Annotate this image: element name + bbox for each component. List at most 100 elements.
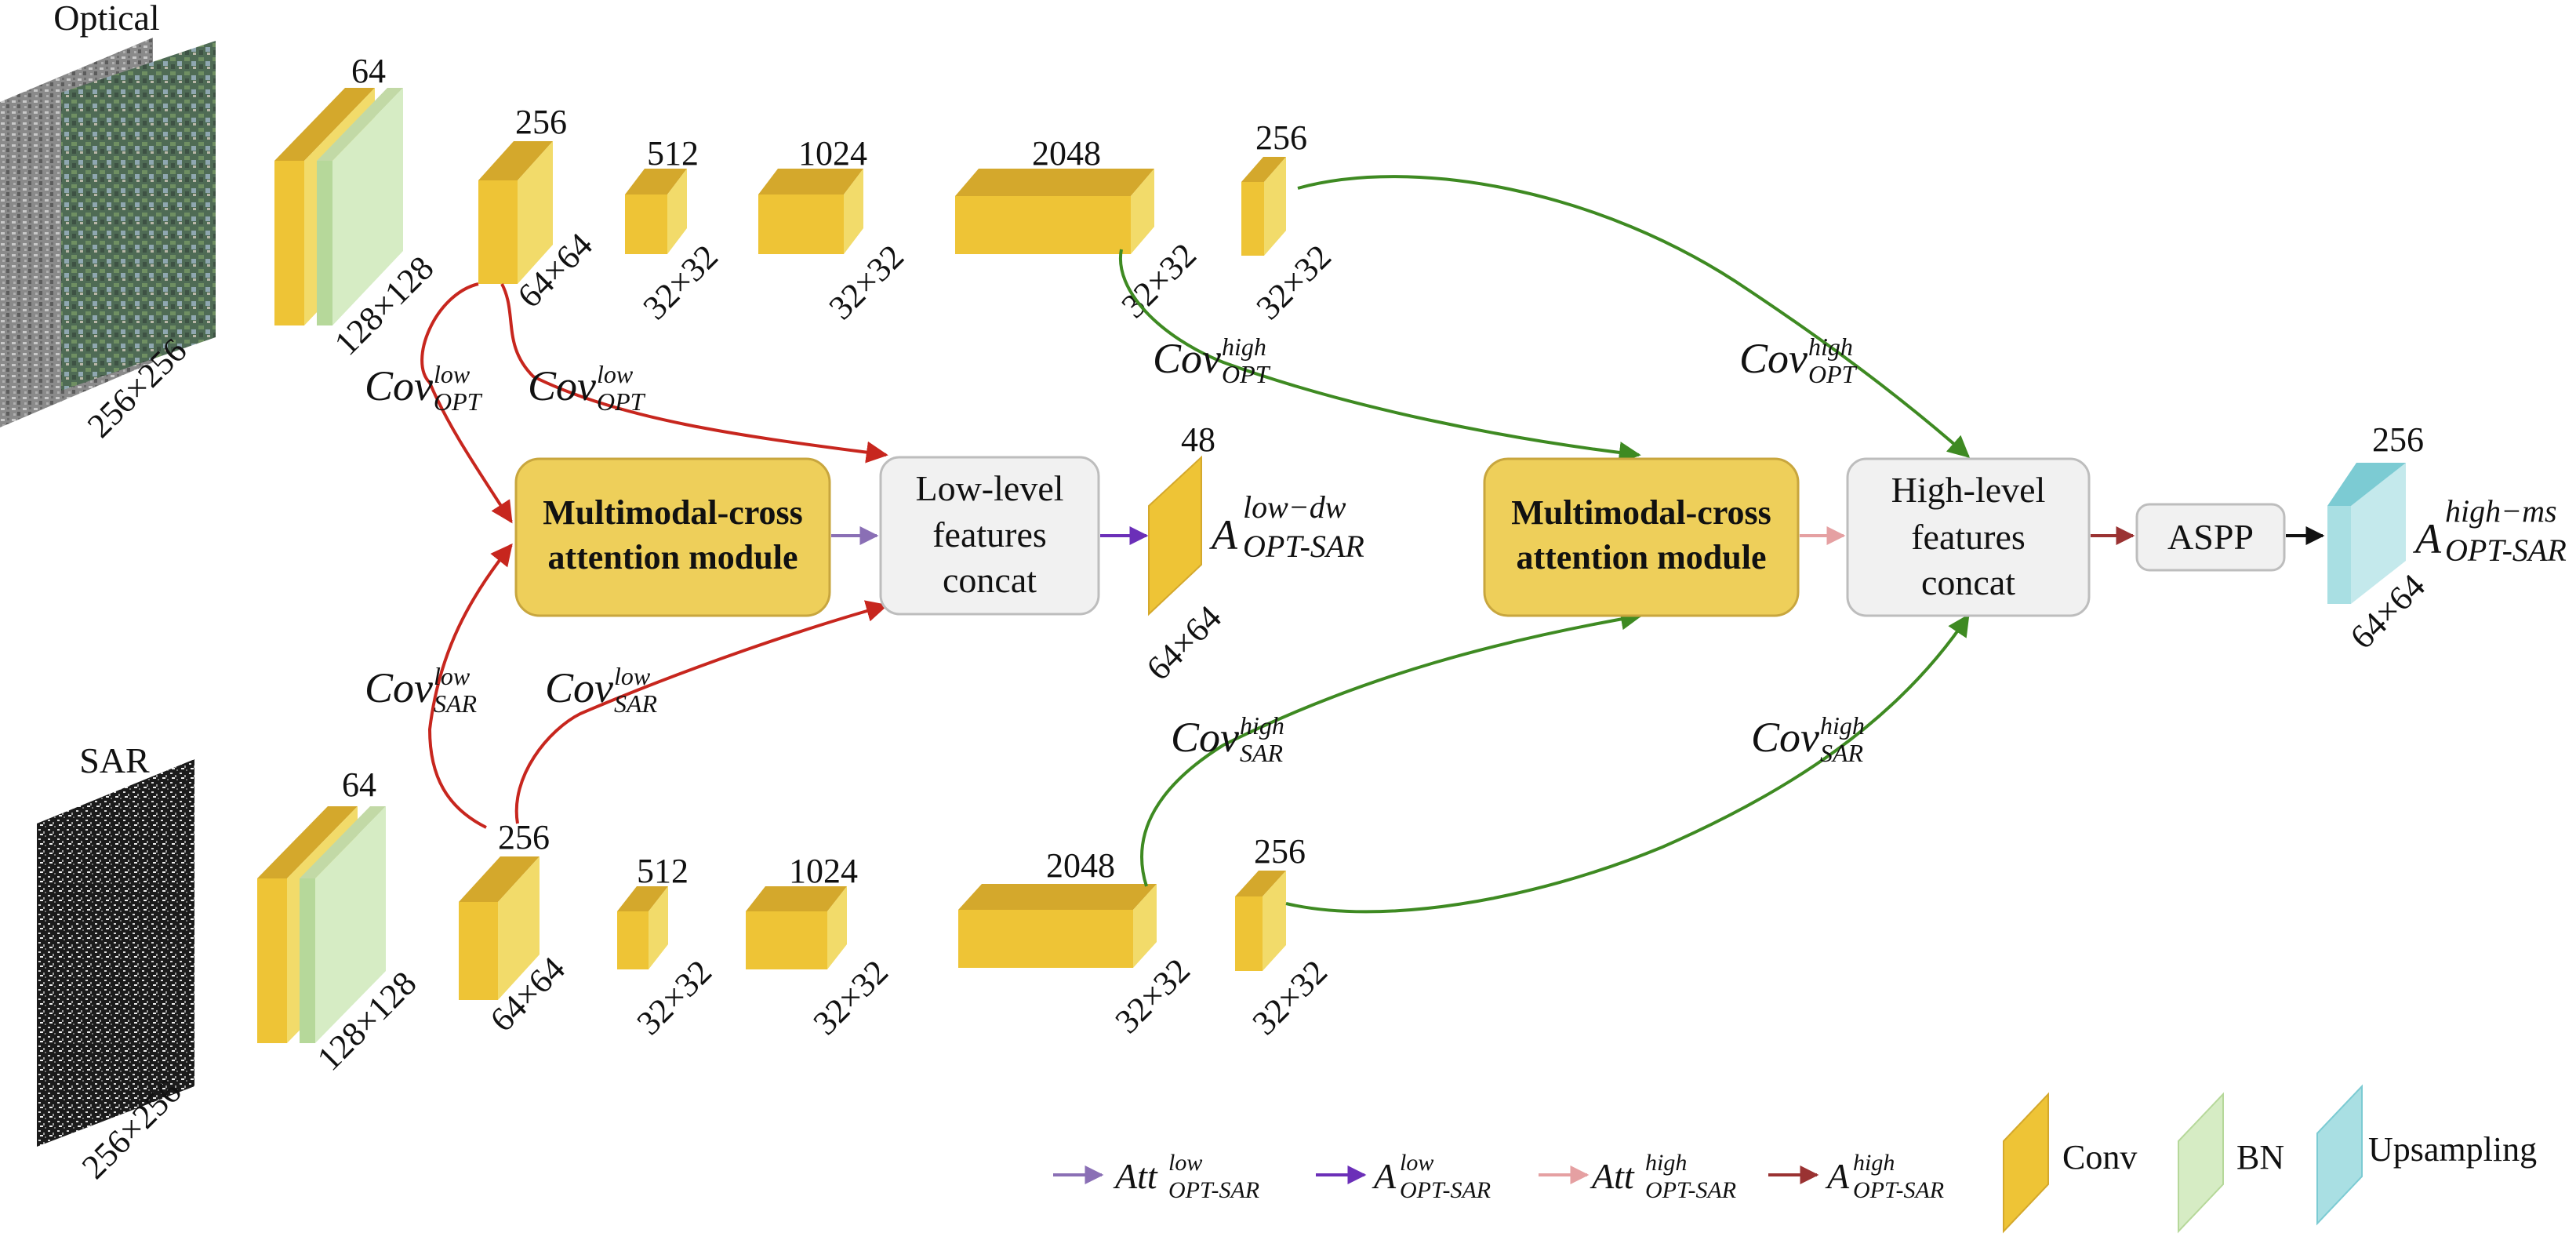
cov-sar-low-b: Cov low SAR (545, 662, 658, 718)
legend-bn-label: BN (2236, 1138, 2284, 1176)
low-output-channels: 48 (1181, 420, 1215, 459)
cov-base: Cov (1751, 714, 1819, 761)
optical-label: Optical (53, 0, 159, 38)
opt-stage1-channels: 64 (351, 52, 386, 90)
legend-upsampling-swatch (2316, 1084, 2363, 1226)
legend-a-low: A low OPT-SAR (1316, 1150, 1491, 1203)
low-output-sub: OPT-SAR (1243, 529, 1364, 564)
high-concat-line1: High-level (1891, 470, 2046, 510)
cov-sup: high (1808, 333, 1853, 361)
cov-base: Cov (1153, 335, 1221, 382)
legend-att-low-sub: OPT-SAR (1168, 1177, 1259, 1203)
cov-sub: OPT (597, 387, 646, 416)
optical-input: Optical 256×256 (0, 0, 216, 445)
high-output-channels: 256 (2372, 420, 2424, 459)
legend-a-low-base: A (1372, 1156, 1397, 1196)
sar-high-to-concat-path (1285, 613, 1970, 914)
opt-high-to-mca-path (1118, 249, 1641, 464)
cov-sup: low (434, 662, 471, 690)
sar-stage4: 1024 32×32 (746, 852, 896, 1042)
optical-stage4: 1024 32×32 (758, 134, 911, 327)
cov-sub: SAR (434, 689, 478, 718)
low-level-paths (420, 282, 888, 829)
low-concat-line3: concat (943, 560, 1037, 600)
cov-base: Cov (365, 362, 433, 409)
sar-input: SAR 256×256 (37, 740, 194, 1187)
sar-low-to-concat-path (514, 600, 888, 824)
cov-sup: high (1820, 711, 1865, 740)
opt-stage2-channels: 256 (515, 103, 567, 141)
legend-att-high-sup: high (1645, 1150, 1687, 1176)
legend-a-high-sub: OPT-SAR (1853, 1177, 1944, 1203)
high-concat-line2: features (1911, 517, 2026, 557)
opt-stage5-channels: 2048 (1032, 134, 1101, 173)
opt-low-to-concat-path (500, 283, 888, 464)
sar-stage2-channels: 256 (498, 818, 550, 856)
cov-base: Cov (1739, 335, 1808, 382)
cov-base: Cov (528, 362, 596, 409)
sar-low-to-mca-path (427, 543, 513, 829)
high-concat-line3: concat (1921, 562, 2015, 602)
sar-stage1: 64 128×128 (257, 765, 424, 1078)
sar-label: SAR (79, 740, 150, 780)
opt-stage6-channels: 256 (1255, 118, 1307, 157)
legend-a-high: A high OPT-SAR (1768, 1150, 1944, 1203)
sar-image (37, 759, 194, 1147)
low-concat-line2: features (932, 515, 1047, 555)
legend-a-low-sup: low (1400, 1150, 1433, 1176)
legend: Att low OPT-SAR A low OPT-SAR Att high O… (1053, 1084, 2537, 1234)
cov-sup: low (434, 360, 471, 388)
cov-sup: low (597, 360, 634, 388)
legend-att-low-base: Att (1113, 1156, 1158, 1196)
sar-stage3: 512 32×32 (617, 852, 719, 1042)
low-concat-line1: Low-level (915, 468, 1063, 508)
cov-opt-low-b: Cov low OPT (528, 360, 646, 416)
legend-a-low-sub: OPT-SAR (1400, 1177, 1491, 1203)
mca-low-line2: attention module (548, 538, 798, 576)
high-output-block: 256 64×64 A high−ms OPT-SAR (2327, 420, 2567, 656)
sar-stage6-channels: 256 (1254, 832, 1306, 871)
sar-stage1-channels: 64 (342, 765, 376, 804)
opt-low-to-mca-path (420, 282, 513, 524)
legend-att-low-sup: low (1168, 1150, 1202, 1176)
legend-a-high-base: A (1825, 1156, 1850, 1196)
legend-att-high-base: Att (1590, 1156, 1635, 1196)
cov-base: Cov (365, 664, 433, 711)
low-output-block: 48 64×64 A low−dw OPT-SAR (1139, 420, 1364, 688)
optical-stage6: 256 32×32 (1241, 118, 1339, 327)
cov-opt-low-a: Cov low OPT (365, 360, 483, 416)
high-output-sub: OPT-SAR (2445, 533, 2567, 568)
cov-sub: SAR (1820, 739, 1864, 767)
cov-sup: high (1240, 711, 1284, 740)
legend-att-high: Att high OPT-SAR (1539, 1150, 1736, 1203)
high-output-sup: high−ms (2445, 493, 2557, 529)
opt-high-to-concat-path (1297, 175, 1971, 458)
opt-stage3-channels: 512 (647, 134, 699, 173)
high-output-symbol: A (2413, 515, 2442, 562)
optical-image-color (61, 41, 216, 391)
sar-stage5: 2048 32×32 (958, 846, 1197, 1041)
cov-sub: SAR (1240, 739, 1284, 767)
legend-att-high-sub: OPT-SAR (1645, 1177, 1736, 1203)
low-concat-box: Low-level features concat (879, 456, 1100, 616)
cov-sup: low (614, 662, 651, 690)
sar-stage6: 256 32×32 (1235, 832, 1335, 1042)
cov-opt-high-a: Cov high OPT (1153, 333, 1271, 388)
cov-sup: high (1222, 333, 1266, 361)
legend-upsampling: Upsampling (2316, 1084, 2537, 1226)
cov-sub: OPT (434, 387, 483, 416)
legend-bn-swatch (2178, 1092, 2224, 1234)
legend-bn: BN (2178, 1092, 2284, 1234)
legend-a-high-sup: high (1853, 1150, 1895, 1176)
cov-sub: SAR (614, 689, 658, 718)
optical-stage1: 64 128×128 (274, 52, 441, 363)
mca-high-module: Multimodal-cross attention module (1483, 457, 1800, 617)
optical-stage2: 256 64×64 (478, 103, 600, 315)
cov-sub: OPT (1808, 360, 1858, 388)
high-level-paths (1118, 175, 1971, 914)
mca-low-line1: Multimodal-cross (543, 493, 803, 532)
low-output-symbol: A (1209, 511, 1238, 558)
cov-opt-high-b: Cov high OPT (1739, 333, 1858, 388)
sar-stage3-channels: 512 (637, 852, 689, 890)
